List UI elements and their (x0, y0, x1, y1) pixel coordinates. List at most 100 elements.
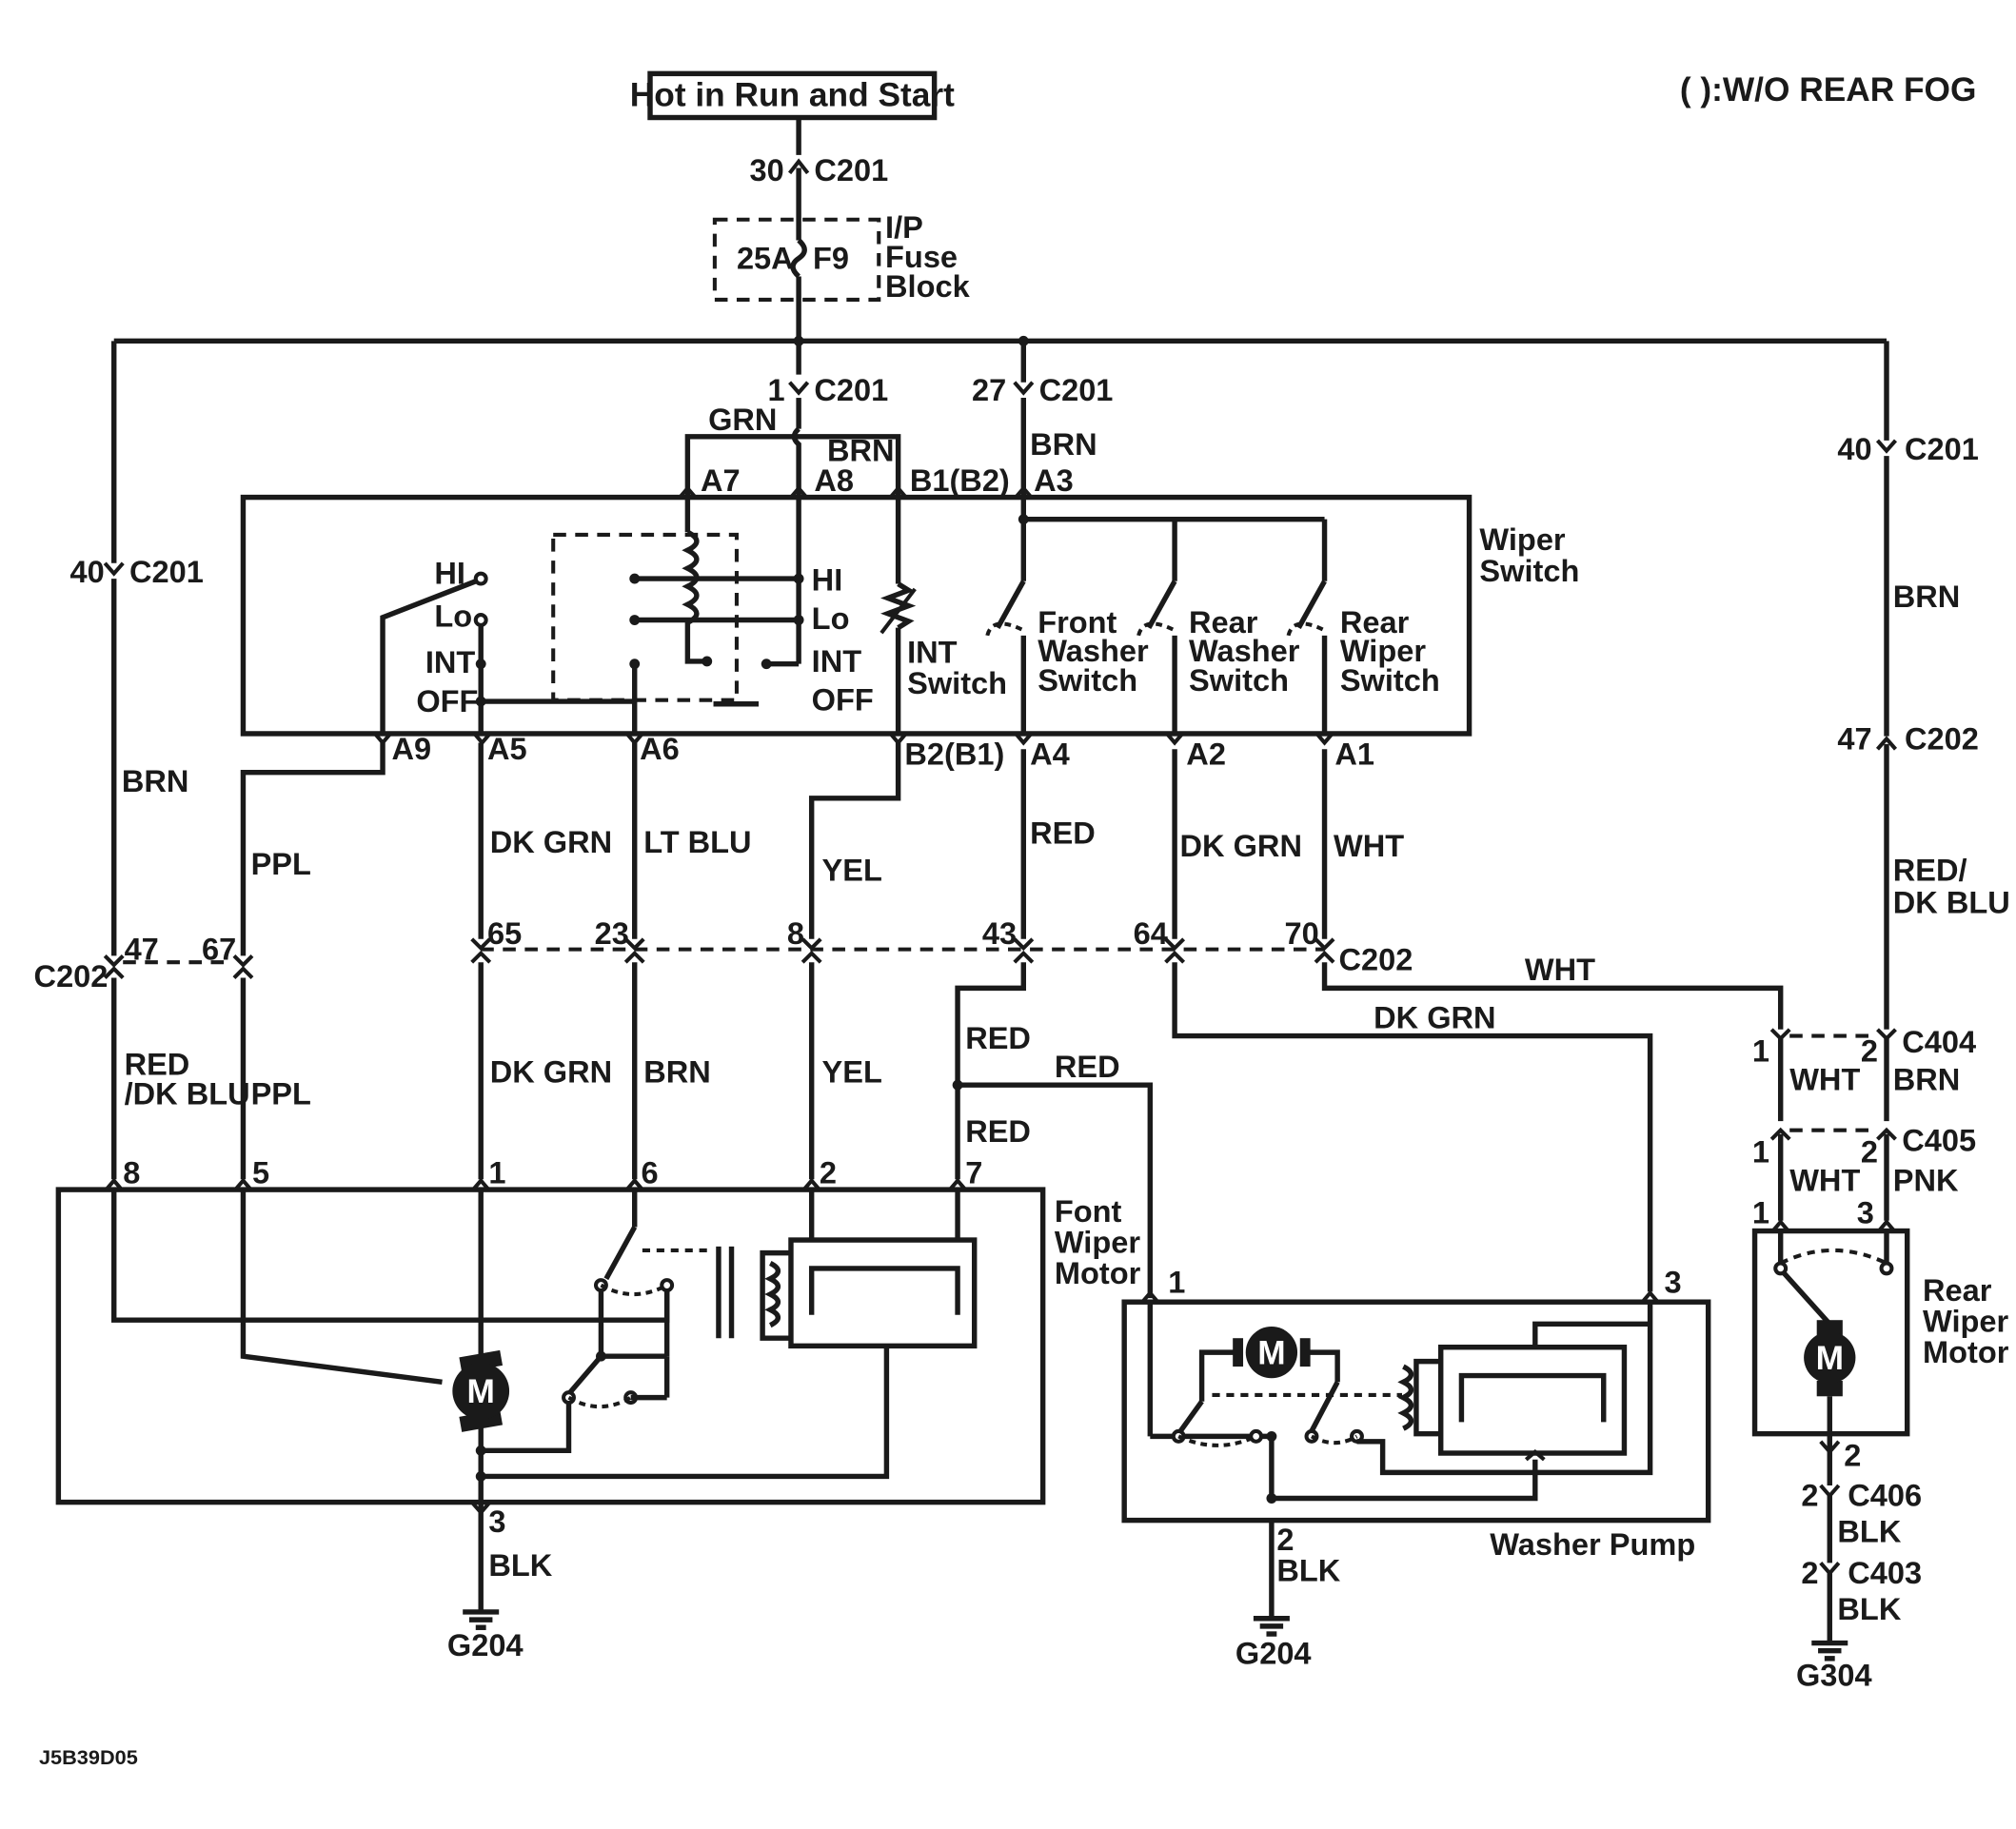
svg-text:2: 2 (1801, 1556, 1818, 1590)
svg-text:Wiper: Wiper (1479, 522, 1565, 557)
svg-text:43: 43 (982, 916, 1017, 951)
pump-motor-icon: M (1257, 1334, 1285, 1371)
svg-text:Switch: Switch (1189, 663, 1289, 698)
svg-text:2: 2 (1861, 1034, 1878, 1069)
ground-g204-pump: G204 (1235, 1616, 1312, 1670)
ground-g304: G304 (1796, 1640, 1872, 1692)
svg-text:23: 23 (595, 916, 629, 951)
svg-text:65: 65 (487, 916, 522, 951)
wire-grn-label: GRN (708, 403, 777, 437)
svg-text:3: 3 (1665, 1266, 1682, 1300)
svg-text:BRN: BRN (643, 1054, 711, 1089)
svg-text:C201: C201 (129, 555, 204, 589)
svg-text:67: 67 (202, 933, 236, 967)
svg-text:A2: A2 (1186, 738, 1226, 772)
connector-c404: 1 2 C404 (1752, 1025, 1976, 1069)
svg-text:RED/: RED/ (1893, 854, 1967, 888)
svg-text:WHT: WHT (1525, 953, 1595, 987)
svg-text:RED: RED (1055, 1050, 1120, 1084)
front-wiper-motor: 8 5 1 6 2 7 Font Wiper Motor M (55, 1155, 1141, 1505)
svg-text:47: 47 (1837, 721, 1871, 756)
svg-text:1: 1 (488, 1155, 505, 1190)
connector-c201-pin40-left: 40 C201 (70, 555, 204, 589)
svg-text:Block: Block (885, 269, 971, 304)
svg-text:A4: A4 (1030, 738, 1070, 772)
connector-c406: 2 C406 (1801, 1479, 1922, 1513)
svg-text:2: 2 (1861, 1135, 1878, 1170)
svg-text:G304: G304 (1796, 1658, 1872, 1692)
connector-c202-pin47-right: 47 C202 (1837, 721, 1978, 756)
svg-text:C202: C202 (34, 959, 109, 993)
svg-text:64: 64 (1134, 916, 1168, 951)
svg-text:Wiper: Wiper (1340, 634, 1426, 668)
svg-text:RED: RED (1030, 816, 1096, 850)
svg-text:YEL: YEL (822, 1054, 882, 1089)
svg-text:WHT: WHT (1789, 1063, 1860, 1097)
svg-text:INT: INT (425, 645, 476, 679)
svg-text:40: 40 (1837, 432, 1871, 466)
svg-text:1: 1 (1752, 1195, 1769, 1229)
svg-text:1: 1 (1752, 1135, 1769, 1170)
svg-text:7: 7 (965, 1155, 982, 1190)
svg-text:Switch: Switch (1340, 663, 1440, 698)
svg-text:BLK: BLK (1837, 1592, 1901, 1626)
svg-text:47: 47 (125, 933, 159, 967)
svg-text:PPL: PPL (251, 1077, 311, 1111)
connector-c403: 2 C403 (1801, 1556, 1922, 1590)
wire-brn-label-a3: BRN (1030, 427, 1097, 462)
svg-text:/DK BLU: /DK BLU (125, 1077, 250, 1111)
svg-text:8: 8 (787, 916, 804, 951)
svg-text:Wiper: Wiper (1923, 1304, 2008, 1338)
wiper-switch: Wiper Switch A7 A8 B1(B2) A3 A9 A5 A6 B2… (240, 463, 1579, 772)
rear-wiper-motor: 1 3 M Rear Wiper Motor (1751, 1195, 2009, 1437)
svg-text:BRN: BRN (122, 764, 189, 798)
svg-text:RED: RED (125, 1047, 190, 1081)
rear-motor-icon: M (1816, 1340, 1844, 1377)
svg-text:70: 70 (1284, 916, 1318, 951)
svg-text:2: 2 (820, 1155, 837, 1190)
svg-text:C201: C201 (814, 373, 888, 407)
svg-text:BLK: BLK (488, 1548, 552, 1583)
svg-text:OFF: OFF (416, 684, 478, 718)
svg-text:B1(B2): B1(B2) (910, 463, 1010, 498)
connector-c202: 47 67 C202 65 23 8 43 64 70 C202 (34, 916, 1413, 993)
svg-text:Washer Pump: Washer Pump (1490, 1527, 1695, 1562)
svg-text:C201: C201 (1905, 432, 1979, 466)
svg-text:HI: HI (812, 562, 843, 597)
connector-c201-pin40-right: 40 C201 (1837, 432, 1978, 466)
svg-text:1: 1 (1752, 1034, 1769, 1069)
svg-text:Switch: Switch (907, 666, 1007, 700)
svg-text:C405: C405 (1902, 1123, 1976, 1157)
svg-text:A6: A6 (640, 732, 680, 766)
power-source: Hot in Run and Start (630, 70, 955, 121)
svg-text:C202: C202 (1905, 721, 1979, 756)
svg-text:Rear: Rear (1923, 1273, 1992, 1308)
svg-text:Front: Front (1038, 605, 1117, 639)
svg-text:Motor: Motor (1923, 1335, 2009, 1369)
connector-c201-pin27: 27 C201 (972, 373, 1113, 407)
fuse-rating: 25A (737, 241, 794, 275)
svg-text:C404: C404 (1902, 1025, 1976, 1059)
connector-c201-pin1: 1 C201 (768, 373, 889, 407)
svg-text:Switch: Switch (1479, 554, 1579, 588)
svg-text:A9: A9 (392, 732, 432, 766)
svg-text:A3: A3 (1034, 463, 1074, 498)
svg-text:C201: C201 (814, 153, 888, 187)
svg-text:G204: G204 (447, 1628, 524, 1662)
svg-text:DK GRN: DK GRN (490, 1054, 612, 1089)
wire-brn-label-a8: BRN (827, 434, 895, 468)
svg-text:C201: C201 (1039, 373, 1114, 407)
svg-text:C202: C202 (1338, 942, 1413, 976)
svg-text:Lo: Lo (434, 599, 472, 633)
svg-text:YEL: YEL (822, 854, 882, 888)
washer-pump: 1 3 Washer Pump M (1121, 1266, 1711, 1562)
svg-text:RED: RED (965, 1021, 1031, 1055)
svg-text:1: 1 (1168, 1266, 1185, 1300)
svg-text:3: 3 (488, 1504, 505, 1539)
svg-text:LT BLU: LT BLU (643, 825, 751, 859)
svg-text:3: 3 (1857, 1195, 1874, 1229)
svg-text:40: 40 (70, 555, 105, 589)
svg-text:Washer: Washer (1038, 634, 1149, 668)
svg-text:Lo: Lo (812, 601, 850, 636)
